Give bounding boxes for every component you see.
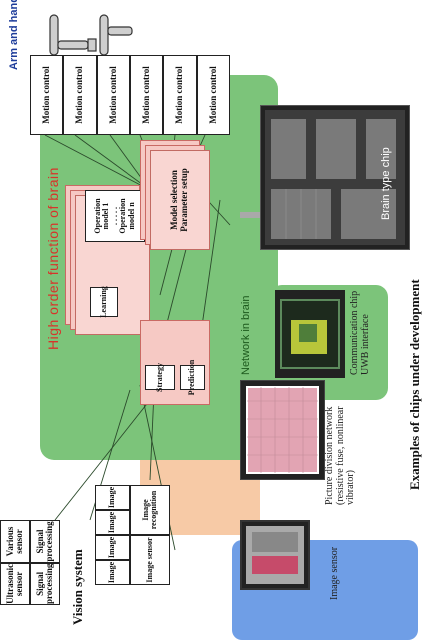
communication-chip-icon bbox=[275, 290, 345, 378]
vision-system-label: Vision system bbox=[70, 549, 86, 625]
higher-order-label: High order function of brain bbox=[45, 167, 61, 350]
ultrasonic-processing-box: Signal processing bbox=[30, 563, 60, 605]
vision-image-box: Image bbox=[95, 510, 130, 535]
image-sensor-chip-photo bbox=[240, 520, 310, 590]
strategy-stack bbox=[140, 320, 210, 405]
image-sensor-chip-icon bbox=[242, 522, 308, 588]
model-selection-box: Model selection Parameter setup bbox=[150, 150, 210, 250]
vision-image-box: Image bbox=[95, 535, 130, 560]
picture-division-chip-icon bbox=[241, 381, 324, 479]
brain-type-chip-label: Brain type chip bbox=[380, 147, 392, 220]
learning-box: Learning bbox=[90, 287, 118, 317]
ultrasonic-column: Ultrasonic sensor Signal processing bbox=[0, 563, 60, 605]
picture-division-chip-photo bbox=[240, 380, 325, 480]
vision-image-sensor-box: Image sensor bbox=[130, 535, 170, 585]
operation-model-1: Operation model 1 bbox=[94, 191, 111, 241]
sensor-group: Ultrasonic sensor Signal processing Vari… bbox=[0, 530, 60, 605]
ultrasonic-sensor-box: Ultrasonic sensor bbox=[0, 563, 30, 605]
communication-chip-caption: Communication chip UWB interface bbox=[350, 285, 371, 375]
various-processing-box: Signal processing bbox=[30, 520, 60, 562]
vision-image-box: Image bbox=[95, 485, 130, 510]
image-sensor-caption: Image sensor bbox=[330, 510, 341, 600]
operation-models-box: Operation model 1 . . . . . Operation mo… bbox=[85, 190, 145, 242]
various-column: Various sensor Signal processing bbox=[0, 520, 60, 562]
prediction-box: Prediction bbox=[180, 365, 205, 390]
examples-caption: Examples of chips under development bbox=[407, 279, 423, 490]
operation-model-n: Operation model n bbox=[119, 191, 136, 241]
vision-image-box: Image bbox=[95, 560, 130, 585]
strategy-box: Strategy bbox=[145, 365, 175, 390]
picture-division-caption: Picture division network (resistive fuse… bbox=[325, 400, 357, 505]
communication-chip-photo bbox=[275, 290, 345, 378]
network-in-brain-label: Network in brain bbox=[240, 296, 252, 375]
vision-image-recognition-box: Image recognition bbox=[130, 485, 170, 535]
various-sensor-box: Various sensor bbox=[0, 520, 30, 562]
parameter-setup-text: Parameter setup bbox=[180, 168, 190, 232]
